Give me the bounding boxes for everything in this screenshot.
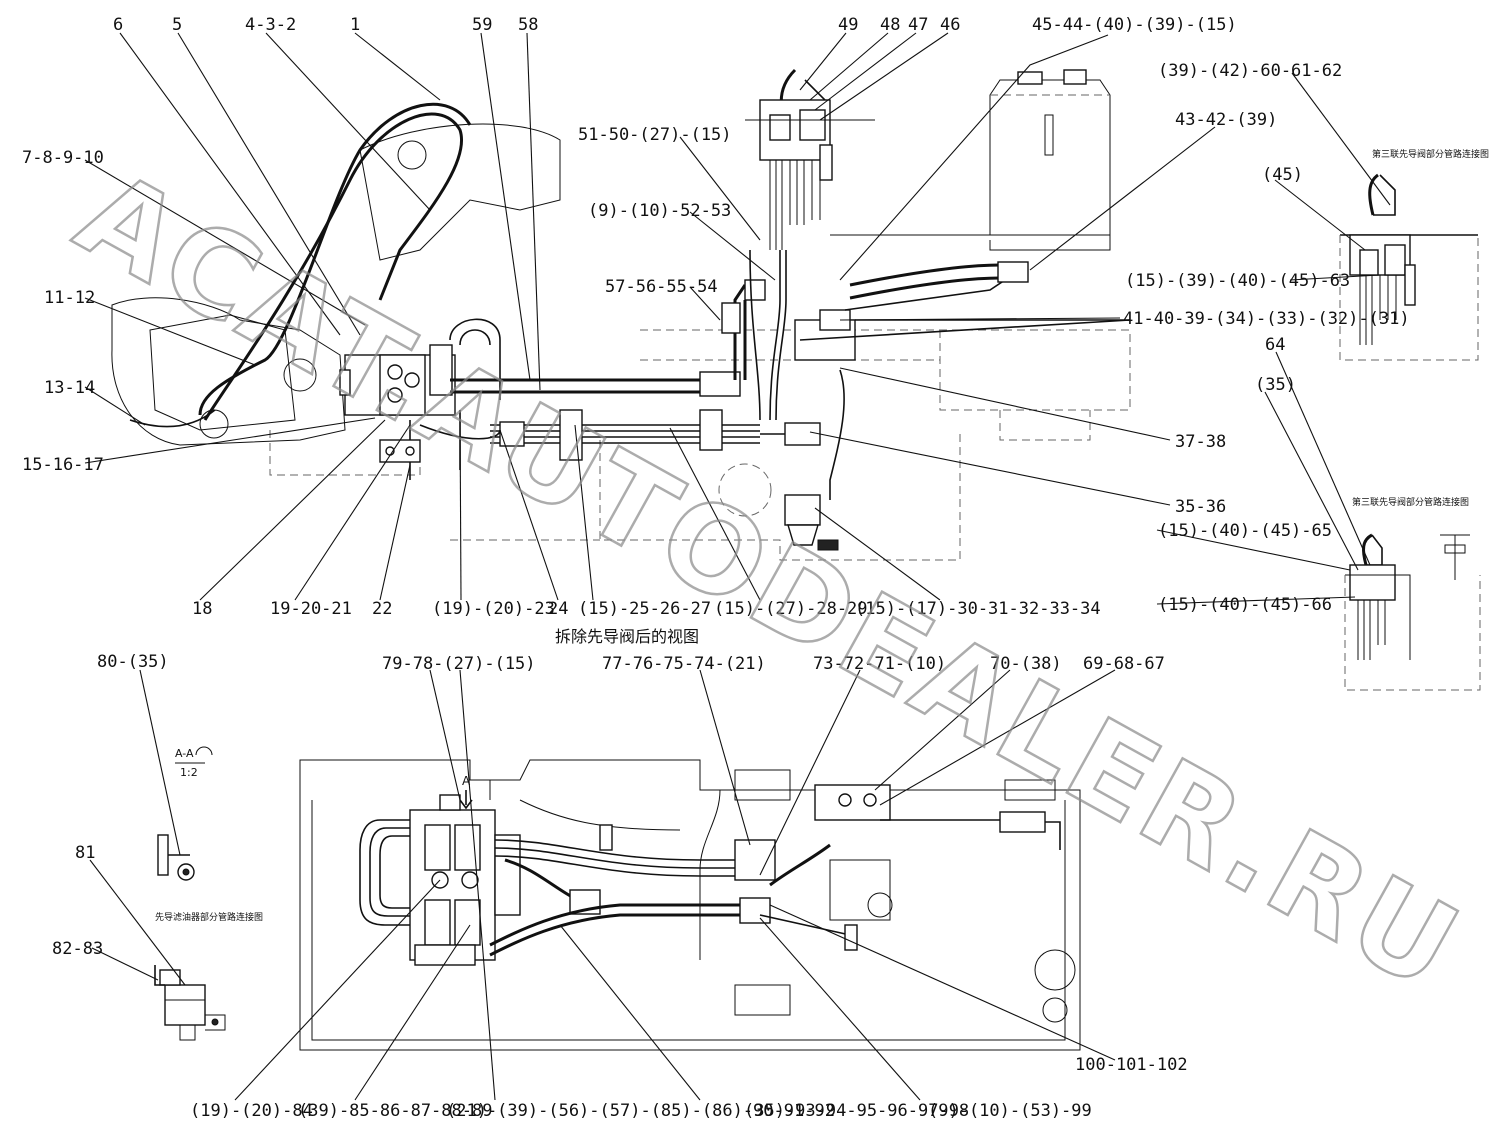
label-48: 48 — [880, 15, 900, 35]
label-46: 46 — [940, 15, 960, 35]
label-35: (35) — [1255, 375, 1296, 395]
label-39-85-86-87-88-89: (39)-85-86-87-88-89 — [298, 1101, 492, 1121]
section-mark: A-A — [175, 747, 194, 760]
label-11-12: 11-12 — [44, 288, 95, 308]
label-47: 47 — [908, 15, 928, 35]
leader-lines — [84, 32, 1391, 1101]
label-82-83: 82-83 — [52, 939, 103, 959]
label-15-17-30-31-32-33-34: (15)-(17)-30-31-32-33-34 — [855, 599, 1101, 619]
label-24: 24 — [548, 599, 568, 619]
label-70-38: 70-(38) — [990, 654, 1062, 674]
pilot-filter-note: 先导滤油器部分管路连接图 — [155, 911, 263, 923]
label-39-42-60-61-62: (39)-(42)-60-61-62 — [1158, 61, 1342, 81]
label-5: 5 — [172, 15, 182, 35]
label-41-40-39-34-33-32-31: 41-40-39-(34)-(33)-(32)-(31) — [1123, 309, 1410, 329]
label-64: 64 — [1265, 335, 1285, 355]
top-view-caption: 拆除先导阀后的视图 — [555, 627, 699, 646]
label-15-16-17: 15-16-17 — [22, 455, 104, 475]
label-6: 6 — [113, 15, 123, 35]
label-22: 22 — [372, 599, 392, 619]
label-45: (45) — [1262, 165, 1303, 185]
label-77-76-75-74-21: 77-76-75-74-(21) — [602, 654, 766, 674]
label-100-101-102: 100-101-102 — [1075, 1055, 1188, 1075]
label-15-40-45-65: (15)-(40)-(45)-65 — [1158, 521, 1332, 541]
section-aa-detail: A-A 1:2 — [157, 746, 213, 881]
label-15-27-28-29: (15)-(27)-28-29 — [714, 599, 868, 619]
third-valve-detail-mid: 第三联先导阀部分管路连接图 — [1344, 496, 1481, 691]
label-1: 1 — [350, 15, 360, 35]
label-49: 49 — [838, 15, 858, 35]
label-81: 81 — [75, 843, 95, 863]
label-35-93-94-95-96-97-98: (35)-93-94-95-96-97-98 — [744, 1101, 969, 1121]
label-9-10-52-53: (9)-(10)-52-53 — [588, 201, 731, 221]
label-59: 59 — [472, 15, 492, 35]
label-43-42-39: 43-42-(39) — [1175, 110, 1277, 130]
label-18: 18 — [192, 599, 212, 619]
label-4-3-2: 4-3-2 — [245, 15, 296, 35]
label-13-14: 13-14 — [44, 378, 95, 398]
label-58: 58 — [518, 15, 538, 35]
scale-mark: 1:2 — [180, 766, 198, 779]
bottom-assembly-drawing — [299, 759, 1081, 1051]
label-19-20-84: (19)-(20)-84 — [190, 1101, 313, 1121]
view-arrow — [459, 790, 473, 810]
pilot-filter-detail: 先导滤油器部分管路连接图 — [154, 911, 263, 1041]
part-labels: 6 5 4-3-2 1 59 58 49 48 47 46 45-44-(40)… — [22, 15, 1410, 1121]
label-15-25-26-27: (15)-25-26-27 — [578, 599, 711, 619]
label-69-68-67: 69-68-67 — [1083, 654, 1165, 674]
view-mark: A — [462, 774, 471, 788]
label-51-50-27-15: 51-50-(27)-(15) — [578, 125, 732, 145]
label-73-72-71-10: 73-72-71-(10) — [813, 654, 946, 674]
top-assembly-drawing — [111, 68, 1131, 561]
label-9-10-53-99: (9)-(10)-(53)-99 — [928, 1101, 1092, 1121]
third-valve-note-mid: 第三联先导阀部分管路连接图 — [1352, 496, 1469, 508]
label-7-8-9-10: 7-8-9-10 — [22, 148, 104, 168]
label-37-38: 37-38 — [1175, 432, 1226, 452]
label-79-78-27-15: 79-78-(27)-(15) — [382, 654, 536, 674]
label-35-36: 35-36 — [1175, 497, 1226, 517]
label-15-40-45-66: (15)-(40)-(45)-66 — [1158, 595, 1332, 615]
label-80-35: 80-(35) — [97, 652, 169, 672]
label-21-39-56-57-85-86-90-91-92: (21)-(39)-(56)-(57)-(85)-(86)-90-91-92 — [446, 1101, 835, 1121]
label-57-56-55-54: 57-56-55-54 — [605, 277, 718, 297]
third-valve-note-top: 第三联先导阀部分管路连接图 — [1372, 148, 1489, 160]
label-19-20-21: 19-20-21 — [270, 599, 352, 619]
label-45-44-40-39-15: 45-44-(40)-(39)-(15) — [1032, 15, 1237, 35]
label-15-39-40-45-63: (15)-(39)-(40)-(45)-63 — [1125, 271, 1350, 291]
label-19-20-23: (19)-(20)-23 — [432, 599, 555, 619]
third-valve-detail-top: 第三联先导阀部分管路连接图 — [1339, 148, 1489, 361]
